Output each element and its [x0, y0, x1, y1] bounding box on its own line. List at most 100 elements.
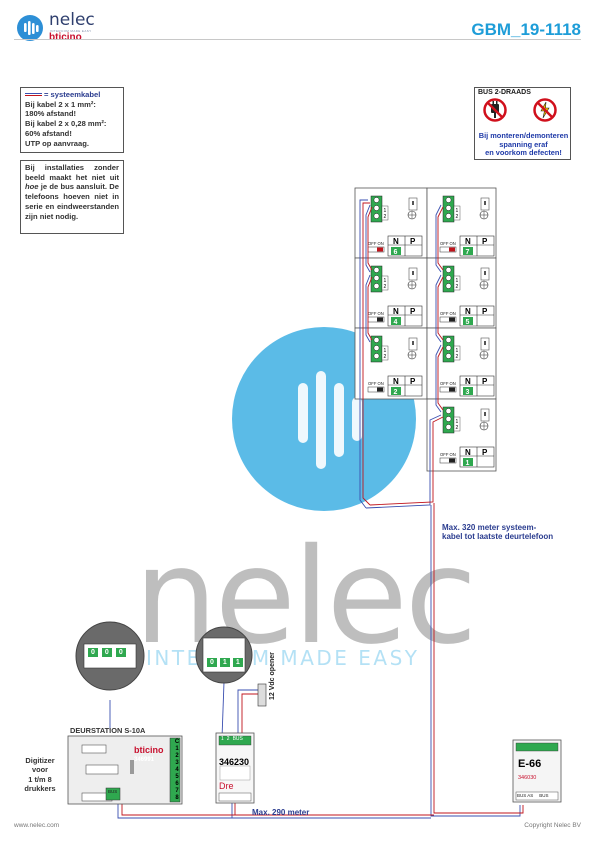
zoom-left-digits: 0 0 0 [88, 648, 126, 657]
warning-box: BUS 2-DRAADS Bij monteren/demonteren spa… [474, 87, 571, 160]
terminal-label-frame [453, 205, 461, 221]
address-badge [463, 458, 473, 466]
dip-switch [439, 386, 457, 393]
terminal-screw-icon [445, 205, 452, 211]
digitizer-line: Digitizer [25, 756, 55, 765]
terminal-screw-icon [373, 275, 380, 281]
digitizer-line: 1 t/m 8 [28, 774, 52, 784]
install-note-text: Bij installaties zonder beeld maakt het … [25, 163, 119, 182]
dip-switch [439, 246, 457, 253]
switch-label: OFF ON [368, 311, 384, 316]
door-terminal-label: 7 [175, 788, 179, 794]
cable-legend-icon [25, 93, 42, 97]
distance-note-bottom: Max. 290 meter [252, 808, 310, 817]
n-label: N [465, 237, 471, 246]
n-label: N [393, 237, 399, 246]
zoom-right-digits: 0 1 1 [207, 658, 243, 667]
legend-line: 180% afstand! [25, 109, 77, 119]
zoom-digit: 0 [115, 648, 126, 657]
connector-pin [412, 341, 414, 345]
terminal-label: 1 [384, 208, 387, 214]
address-badge [463, 247, 473, 255]
footer-website[interactable]: www.nelec.com [14, 822, 60, 829]
door-station-brand: bticino [134, 745, 164, 755]
terminal-screw-icon [445, 213, 452, 219]
logo-brand: bticino [49, 32, 82, 43]
bus-cables [109, 199, 524, 819]
switch-label: OFF ON [440, 381, 456, 386]
p-label: P [482, 237, 488, 246]
terminal-label: 2 [456, 284, 459, 290]
connector-pin [412, 201, 414, 205]
dip-switch [439, 457, 457, 464]
terminal-screw-icon [445, 283, 452, 289]
warning-text: Bij monteren/demonteren spanning eraf en… [475, 131, 572, 158]
psu-model: E-66 [518, 758, 542, 770]
switch-label: OFF ON [440, 311, 456, 316]
terminal-screw-icon [445, 408, 452, 414]
address-badge [463, 317, 473, 325]
legend-line: 60% afstand! [25, 128, 72, 138]
dip-switch-knob [449, 247, 455, 252]
document-code: GBM_19-1118 [471, 20, 581, 39]
terminal-label-frame [381, 275, 389, 291]
interface-module [215, 732, 255, 804]
distance-line: kabel tot laatste deurtelefoon [442, 532, 554, 541]
p-label: P [482, 448, 488, 457]
zoom-digit: 0 [101, 648, 112, 657]
zoom-digit: 0 [88, 648, 98, 657]
warning-title: BUS 2-DRAADS [478, 89, 531, 96]
terminal-label: 2 [456, 425, 459, 431]
door-terminal-label: 2 [175, 753, 179, 759]
p-label: P [410, 377, 416, 386]
terminal-screw-icon [445, 424, 452, 430]
legend-line: UTP op aanvraag. [25, 138, 90, 148]
connector-pin [484, 341, 486, 345]
address-badge [391, 387, 401, 395]
terminal-label: 1 [456, 278, 459, 284]
terminal-screw-icon [373, 197, 380, 203]
psu-code: 346030 [518, 775, 537, 781]
install-note-box: Bij installaties zonder beeld maakt het … [20, 160, 124, 234]
no-plug-icon [483, 98, 507, 122]
terminal-screw-icon [445, 337, 452, 343]
legend-line: Bij kabel 2 x 1 mm²: [25, 99, 96, 109]
terminal-screw-icon [373, 267, 380, 273]
logo-word: nelec [49, 10, 95, 30]
terminal-screw-icon [445, 353, 452, 359]
connector-pin [484, 412, 486, 416]
terminal-label: 2 [384, 214, 387, 220]
handset-number: 6 [394, 249, 398, 256]
terminal-screw-icon [445, 345, 452, 351]
interface-top-labels: 1 2 BUS [221, 736, 243, 742]
header-logo[interactable]: nelec INTERCOM MADE EASY bticino [16, 10, 136, 44]
door-terminal-label: 8 [175, 795, 179, 801]
n-label: N [393, 307, 399, 316]
terminal-label: 2 [384, 354, 387, 360]
door-station [67, 735, 183, 805]
n-label: N [465, 448, 471, 457]
door-terminal-label: 5 [175, 774, 179, 780]
digitizer-label: Digitizer voor 1 t/m 8 drukkers [18, 756, 62, 793]
terminal-screw-icon [445, 267, 452, 273]
door-terminal-label: 4 [175, 767, 179, 773]
dip-switch-knob [377, 247, 383, 252]
dip-switch [439, 316, 457, 323]
install-note-text-end: je de bus aansluit. De telefoons hoeven … [25, 182, 119, 221]
terminal-screw-icon [445, 275, 452, 281]
terminal-screw-icon [373, 345, 380, 351]
door-terminal-label: C [174, 739, 180, 745]
terminal-label-frame [381, 205, 389, 221]
distance-note-top: Max. 320 meter systeem- kabel tot laatst… [442, 523, 553, 541]
terminal-label-frame [453, 275, 461, 291]
switch-label: OFF ON [440, 452, 456, 457]
handset-number: 7 [466, 249, 470, 256]
